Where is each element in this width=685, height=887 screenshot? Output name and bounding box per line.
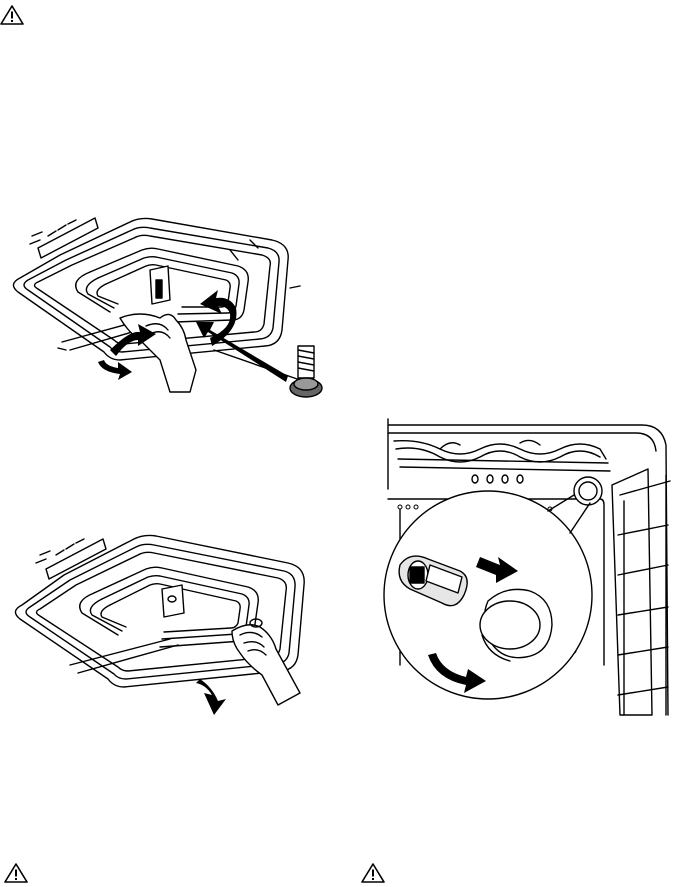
grill-element-lowering-illustration <box>0 515 330 715</box>
warning-icon <box>4 862 28 884</box>
oven-lamp-replacement-illustration <box>380 415 685 720</box>
grill-element-screw-removal-illustration <box>0 200 330 415</box>
warning-icon <box>361 862 385 884</box>
warning-icon <box>0 4 24 26</box>
